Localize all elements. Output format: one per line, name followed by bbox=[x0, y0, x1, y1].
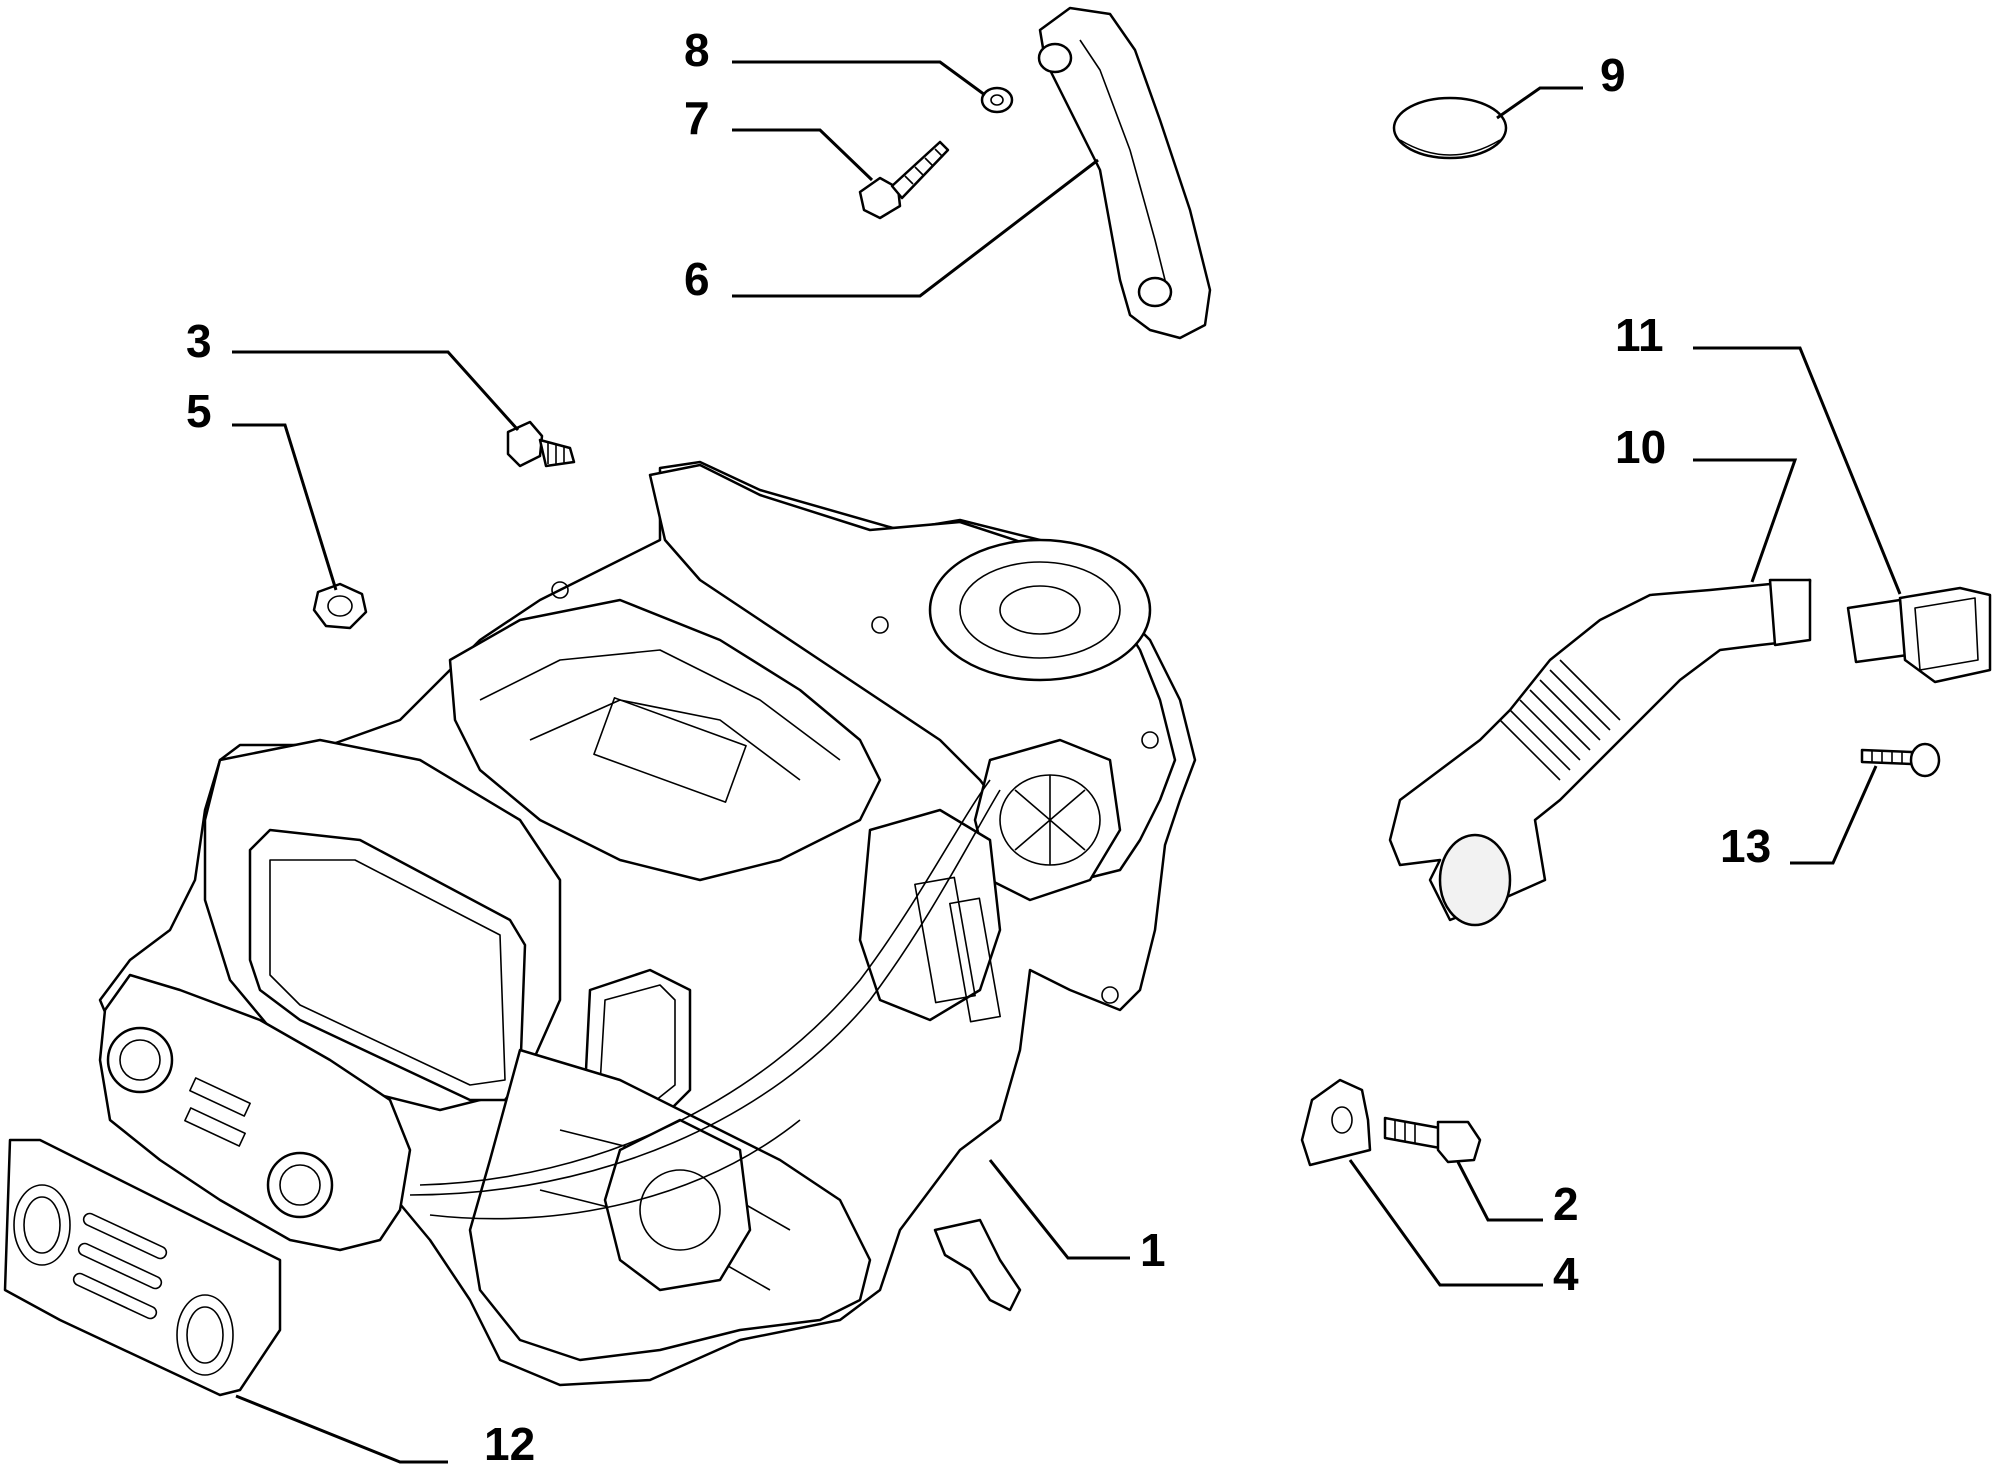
heater-housing-assembly bbox=[98, 460, 1197, 1387]
callout-11: 11 bbox=[1615, 309, 1664, 361]
callout-5: 5 bbox=[186, 385, 212, 437]
leader-5 bbox=[232, 423, 338, 591]
leader-1 bbox=[988, 1159, 1130, 1260]
callout-10: 10 bbox=[1615, 421, 1666, 473]
support-bracket bbox=[1037, 6, 1212, 340]
leader-2 bbox=[1456, 1161, 1543, 1222]
rubber-plug bbox=[1392, 96, 1508, 160]
callout-3: 3 bbox=[186, 315, 212, 367]
callout-8: 8 bbox=[684, 24, 710, 76]
duct-adapter bbox=[1846, 586, 1992, 684]
callout-4: 4 bbox=[1553, 1248, 1579, 1300]
spring-clip bbox=[1300, 1078, 1372, 1167]
callout-9: 9 bbox=[1600, 49, 1626, 101]
hex-bolt bbox=[506, 420, 576, 468]
flange-screw bbox=[1860, 742, 1941, 778]
callout-6: 6 bbox=[684, 253, 710, 305]
leader-lines bbox=[232, 60, 1902, 1464]
air-duct-hose bbox=[1388, 578, 1812, 927]
leader-6 bbox=[732, 158, 1099, 298]
hex-nut bbox=[312, 582, 368, 630]
washer bbox=[980, 86, 1014, 114]
screw bbox=[858, 140, 950, 220]
callout-labels: 1 2 3 4 5 6 7 8 9 10 11 12 13 bbox=[186, 24, 1771, 1466]
leader-13 bbox=[1790, 765, 1878, 865]
flange-bolt bbox=[1383, 1116, 1482, 1164]
control-panel-bezel bbox=[3, 1138, 282, 1397]
leader-11 bbox=[1693, 346, 1902, 595]
callout-13: 13 bbox=[1720, 820, 1771, 872]
leader-10 bbox=[1693, 458, 1798, 583]
leader-4 bbox=[1348, 1159, 1543, 1287]
callout-2: 2 bbox=[1553, 1178, 1579, 1230]
leader-8 bbox=[732, 60, 986, 97]
callout-7: 7 bbox=[684, 92, 710, 144]
leader-3 bbox=[232, 350, 520, 432]
leader-7 bbox=[732, 128, 874, 182]
callout-1: 1 bbox=[1140, 1224, 1166, 1276]
leader-12 bbox=[235, 1394, 448, 1464]
callout-12: 12 bbox=[484, 1418, 535, 1466]
leader-9 bbox=[1496, 86, 1583, 120]
